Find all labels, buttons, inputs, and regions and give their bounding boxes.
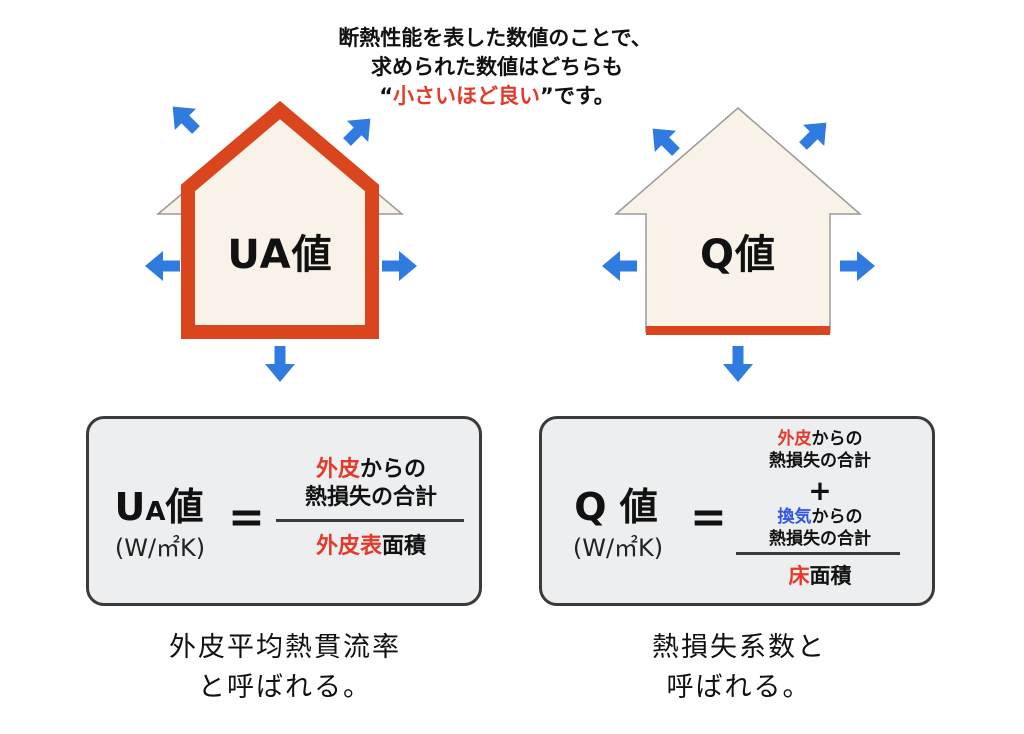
q-term-2-line-1: 換気からの — [736, 506, 904, 528]
ua-caption-line-2: と呼ばれる。 — [198, 672, 372, 703]
q-term-1-red: 外皮 — [777, 429, 812, 449]
ua-house-label: UA値 — [227, 232, 333, 278]
q-fraction-line — [736, 552, 900, 555]
q-caption-line-1: 熱損失系数と — [652, 632, 826, 663]
q-denominator-red: 床 — [788, 564, 810, 588]
ua-arrow-up-right — [343, 118, 371, 146]
ua-unit: (W/㎡K) — [114, 534, 206, 562]
ua-house — [155, 100, 405, 339]
q-house-body — [613, 107, 863, 333]
q-arrow-up-left — [652, 128, 680, 156]
ua-arrow-left — [145, 251, 180, 281]
ua-symbol-value: 値 — [165, 485, 204, 529]
q-denominator: 床面積 — [736, 562, 904, 590]
q-term-2-rest: からの — [811, 507, 863, 527]
q-arrow-left — [602, 251, 637, 281]
q-term-2-blue: 換気 — [777, 507, 812, 527]
q-arrow-down — [723, 346, 753, 382]
q-formula-box — [539, 416, 935, 606]
q-house-floor-highlight — [646, 326, 830, 335]
q-term-1-line-2: 熱損失の合計 — [769, 451, 871, 471]
top-caption-line-1: 断熱性能を表した数値のことで、 — [338, 26, 652, 50]
q-arrow-up-right — [799, 122, 827, 150]
ua-symbol-u: U — [114, 485, 146, 529]
ua-formula-box — [86, 416, 482, 606]
ua-numerator: 外皮からの 熱損失の合計 — [276, 456, 466, 512]
ua-caption-line-1: 外皮平均熱貫流率 — [169, 632, 401, 663]
top-caption-line-3: “小さいほど良い”です。 — [292, 82, 702, 111]
q-term-1-rest: からの — [811, 429, 863, 449]
ua-denominator-red: 外皮表 — [315, 534, 382, 559]
q-unit: (W/㎡K) — [572, 534, 664, 562]
top-caption-line-2: 求められた数値はどちらも — [371, 55, 623, 79]
ua-arrow-up-left — [172, 106, 200, 134]
q-caption-line-2: 呼ばれる。 — [666, 672, 812, 703]
q-term-2-line-2: 熱損失の合計 — [769, 529, 871, 549]
q-term-1-line-1: 外皮からの — [736, 428, 904, 450]
q-plus: + — [808, 474, 832, 507]
top-caption: 断熱性能を表した数値のことで、 求められた数値はどちらも “小さいほど良い”です… — [292, 24, 702, 111]
q-formula-symbol: Q 値 — [574, 485, 658, 529]
ua-arrow-right — [382, 251, 417, 281]
quote-close-suffix: ”です。 — [540, 84, 615, 108]
ua-denominator-rest: 面積 — [382, 534, 427, 559]
ua-fraction-line — [276, 519, 464, 522]
ua-denominator: 外皮表面積 — [276, 533, 466, 561]
ua-house-envelope — [181, 100, 379, 339]
ua-numerator-line-2: 熱損失の合計 — [304, 485, 437, 510]
q-heat-arrows — [602, 122, 875, 382]
ua-numerator-line-1: 外皮からの — [276, 456, 466, 484]
quote-open: “ — [379, 84, 394, 108]
ua-heat-arrows — [145, 106, 417, 382]
q-term-2: 換気からの 熱損失の合計 — [736, 506, 904, 550]
ua-equals: = — [228, 492, 265, 543]
q-house — [613, 107, 863, 335]
ua-numerator-red: 外皮 — [315, 457, 360, 482]
ua-symbol-a: A — [145, 497, 166, 527]
q-term-1: 外皮からの 熱損失の合計 — [736, 428, 904, 472]
q-house-label: Q値 — [699, 232, 776, 278]
q-equals: = — [690, 492, 727, 543]
q-caption: 熱損失系数と 呼ばれる。 — [574, 628, 904, 708]
q-arrow-right — [840, 251, 875, 281]
ua-arrow-down — [265, 346, 295, 382]
ua-formula-symbol: UA値 — [104, 476, 214, 531]
ua-caption: 外皮平均熱貫流率 と呼ばれる。 — [120, 628, 450, 708]
q-denominator-rest: 面積 — [809, 564, 852, 588]
caption-emphasis: 小さいほど良い — [393, 84, 541, 108]
ua-numerator-rest: からの — [360, 457, 427, 482]
